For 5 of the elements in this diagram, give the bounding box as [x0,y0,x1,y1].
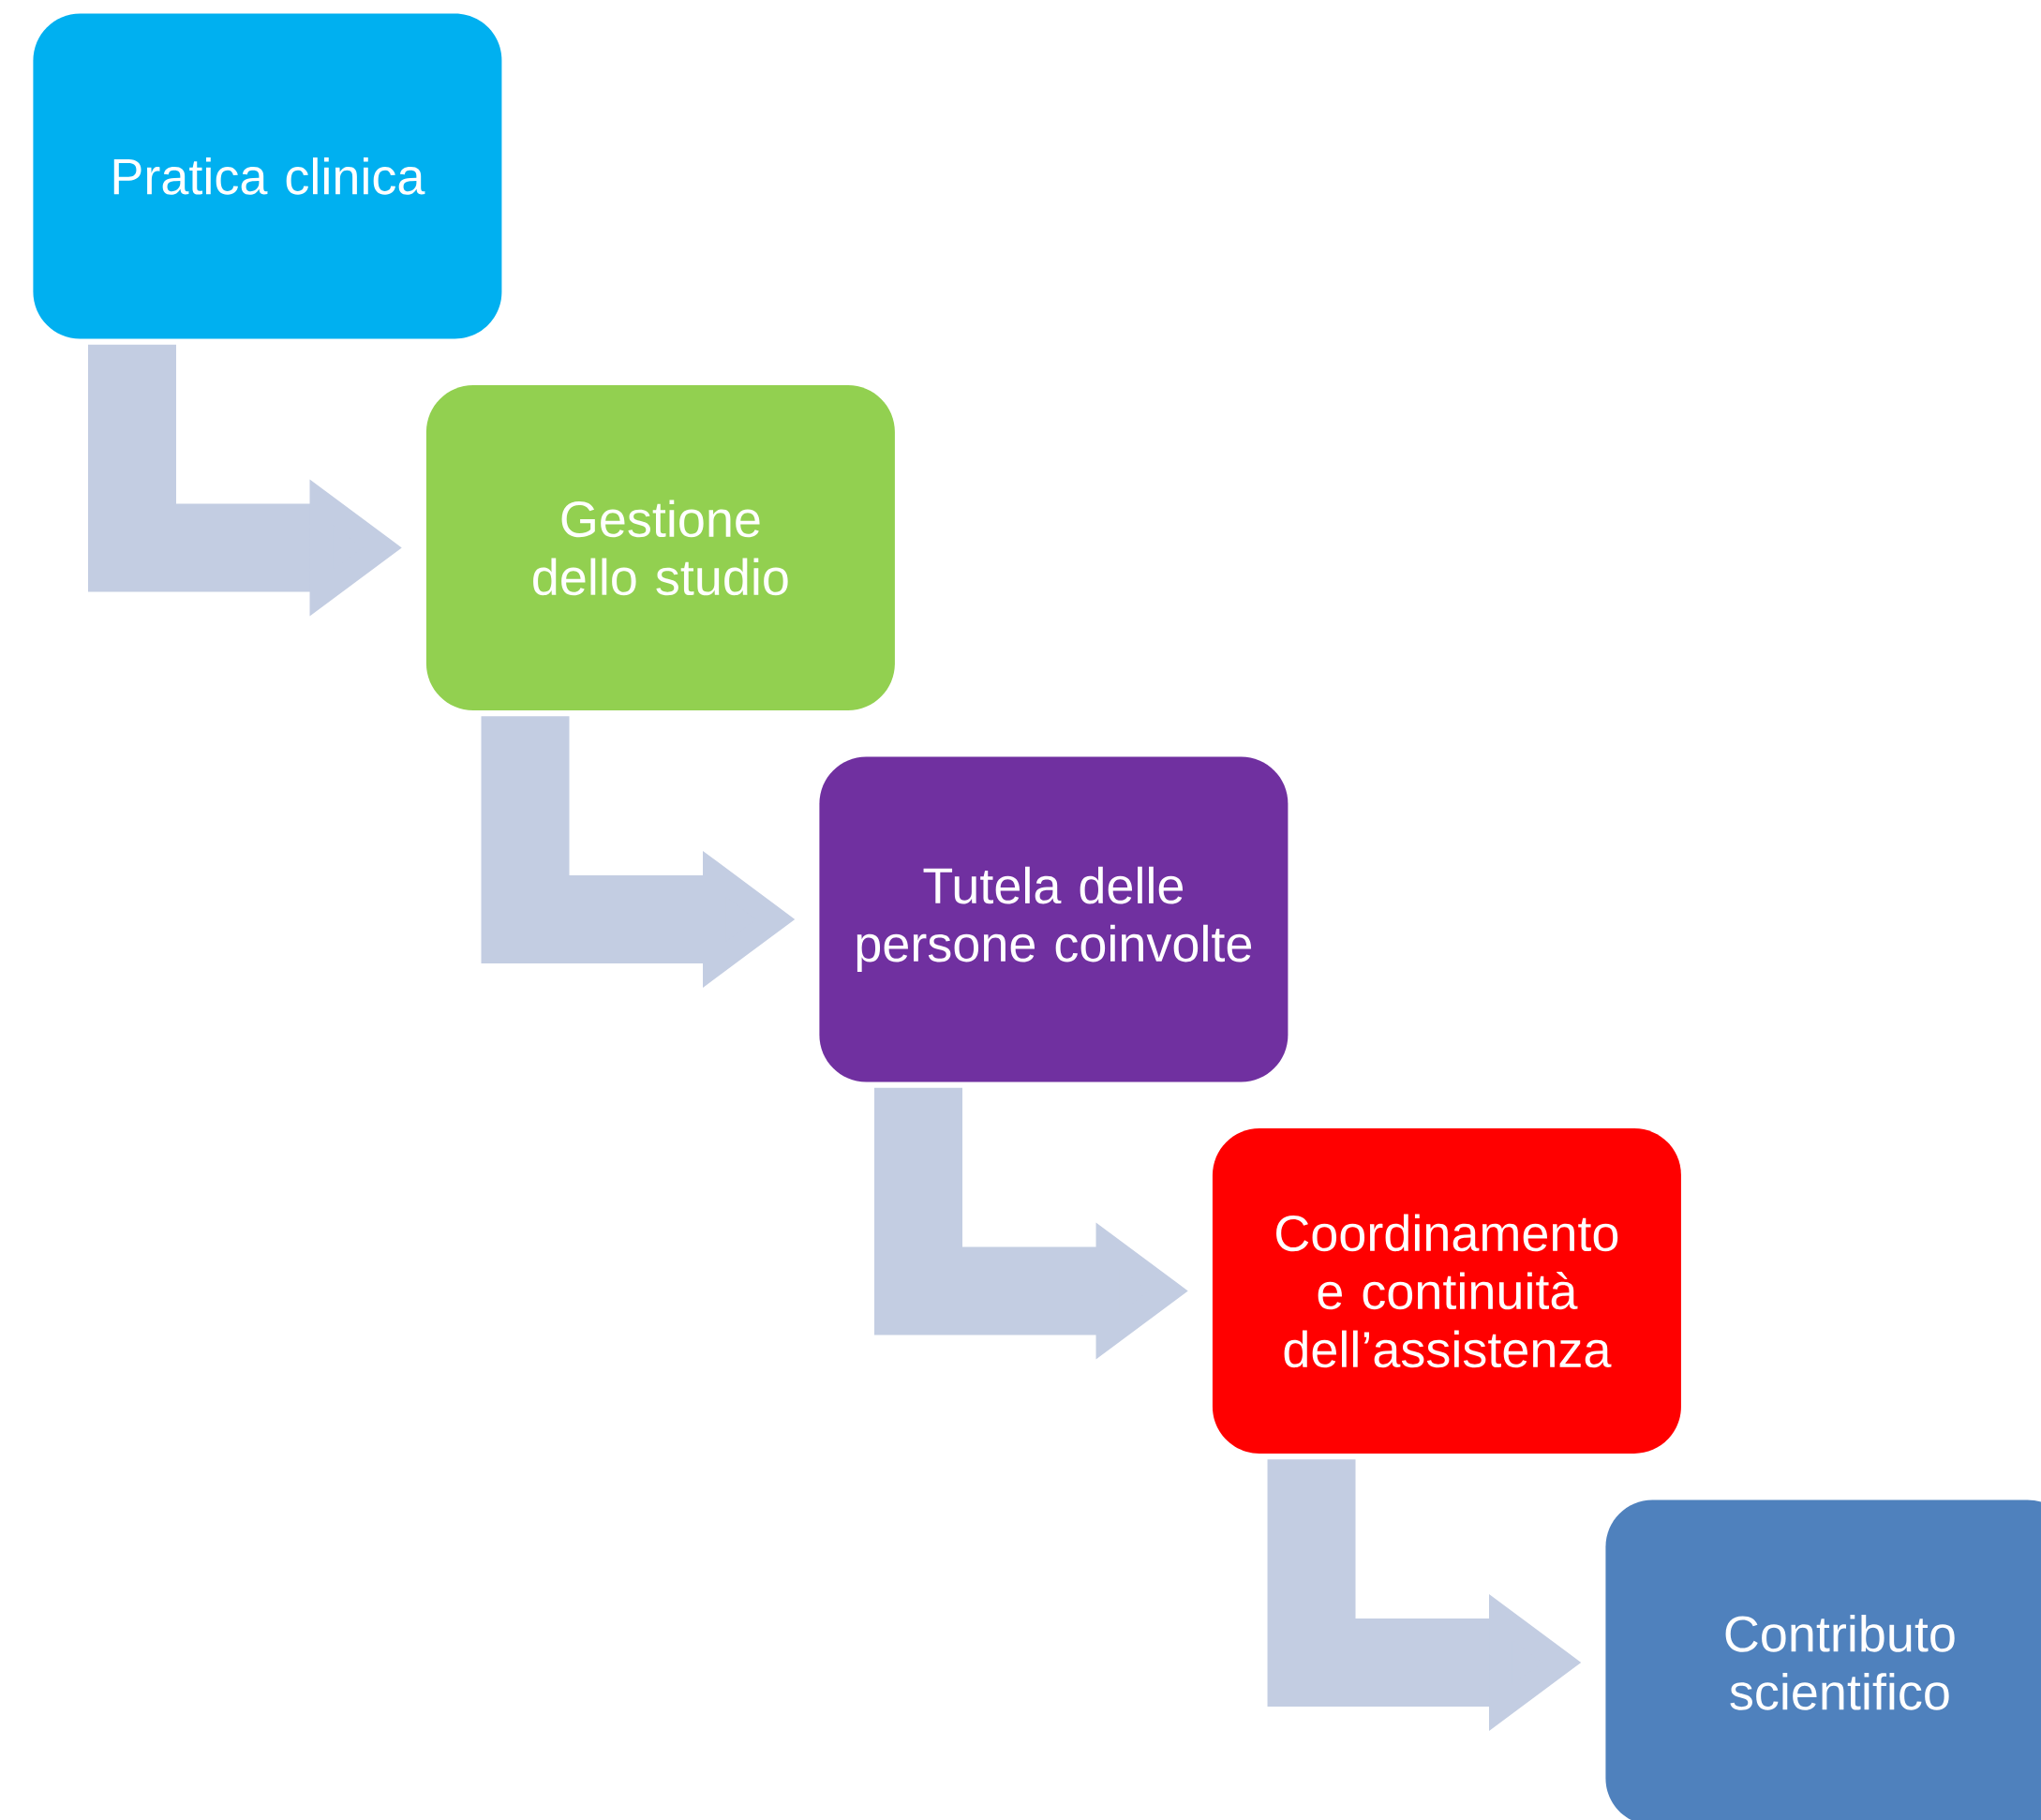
process-box: Gestione dello studio [425,384,895,710]
process-box: Coordinamento e continuità dell’assistenza [1212,1127,1681,1454]
process-box: Pratica clinica [33,13,502,339]
process-box: Tutela delle persone coinvolte [819,756,1289,1082]
process-box: Contributo scientifico [1605,1499,2041,1820]
